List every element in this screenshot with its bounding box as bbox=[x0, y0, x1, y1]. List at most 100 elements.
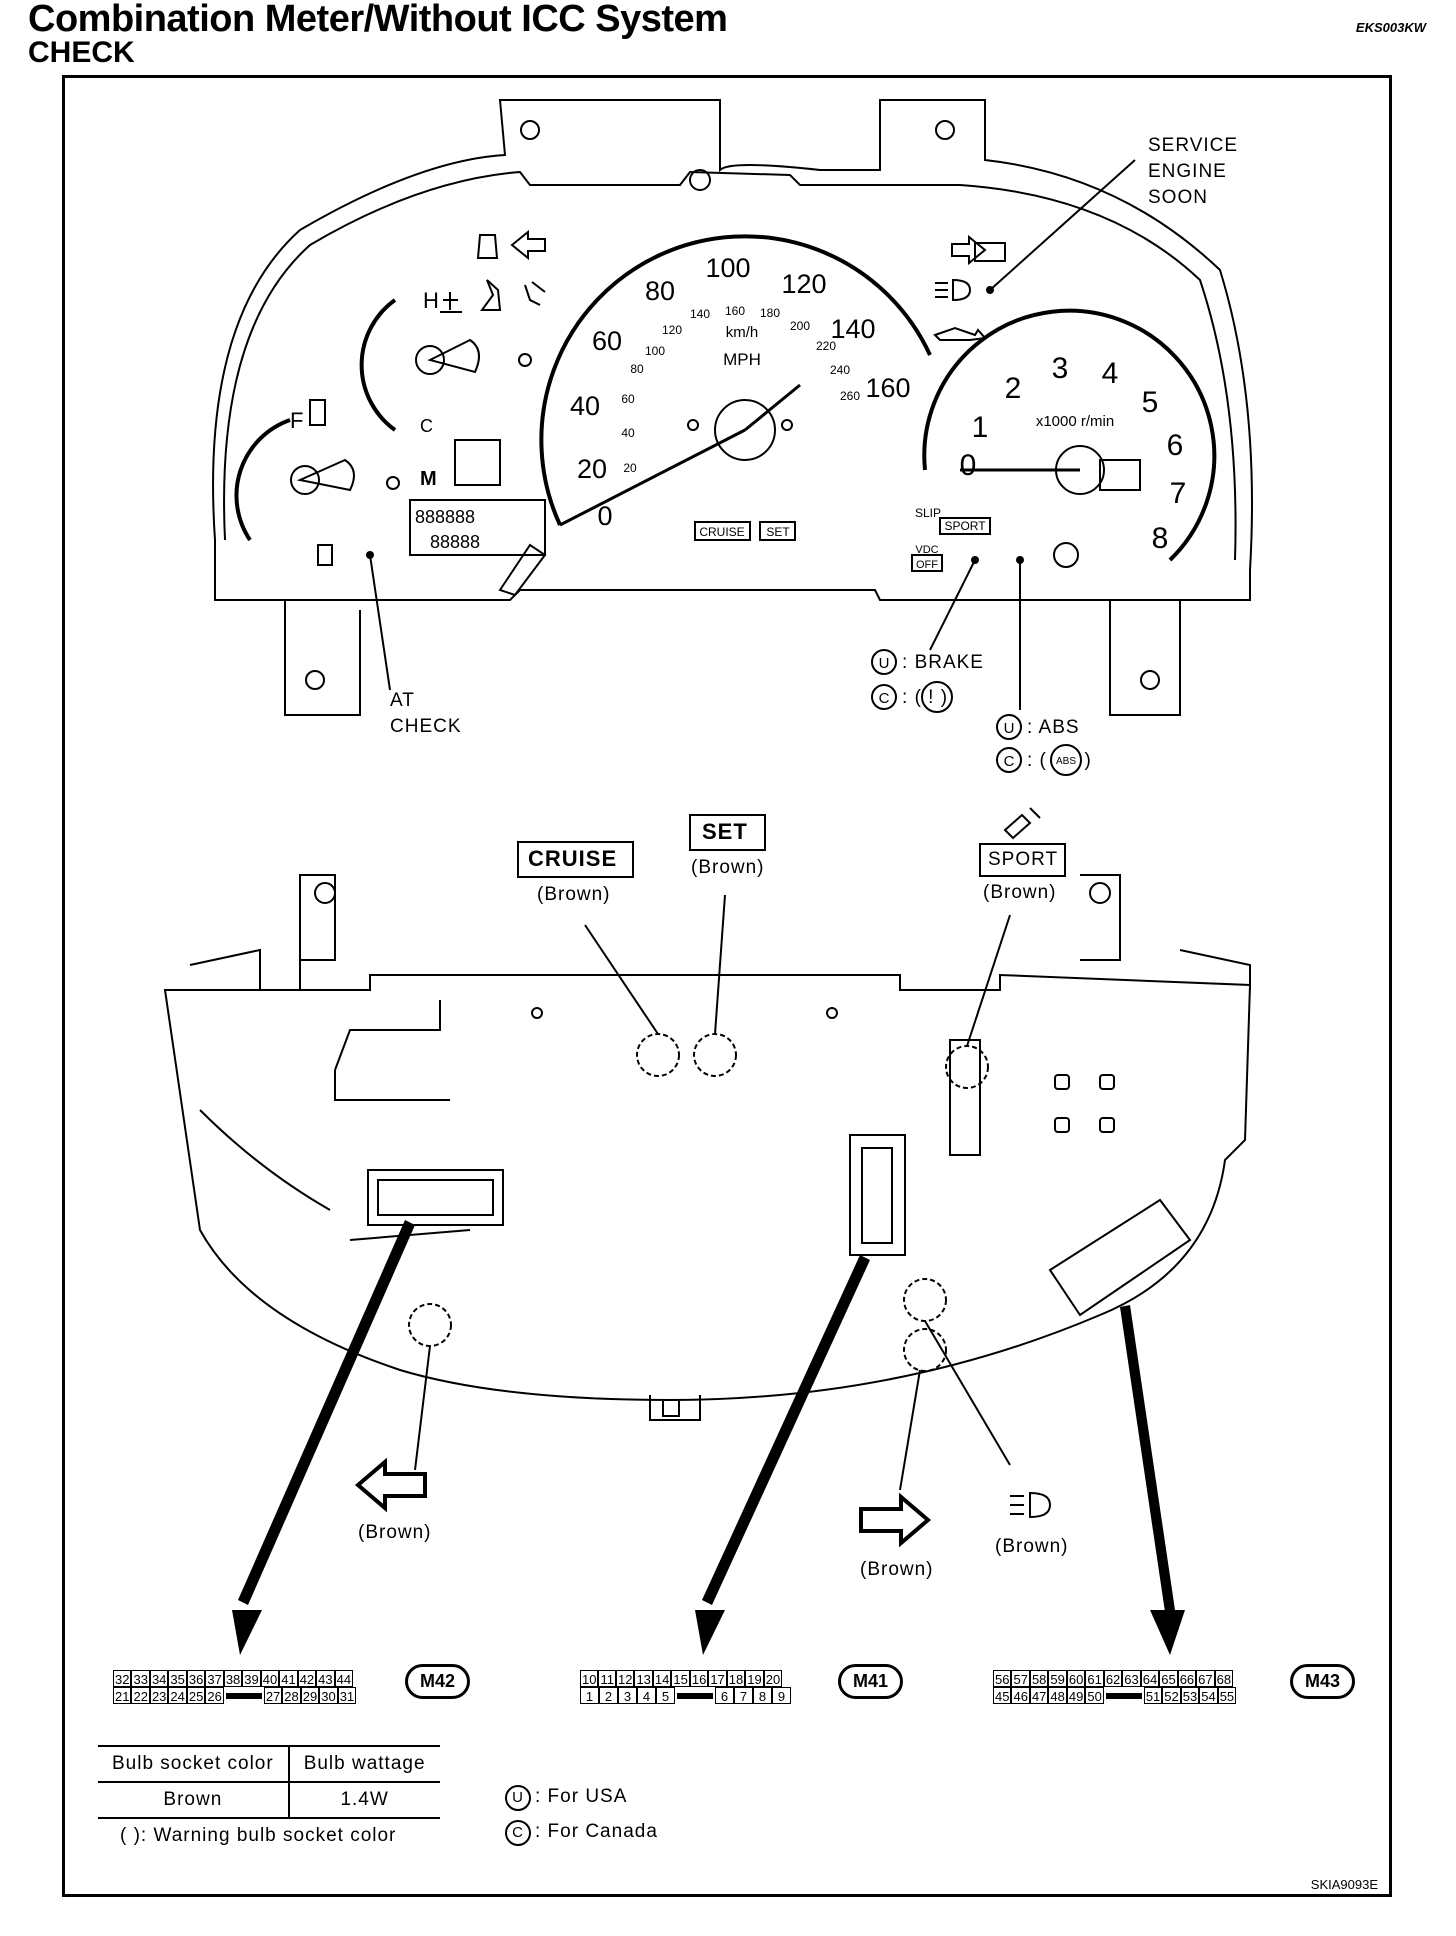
pin: 67 bbox=[1196, 1670, 1215, 1687]
pin: 55 bbox=[1217, 1687, 1237, 1704]
pin: 32 bbox=[113, 1670, 132, 1687]
pin: 25 bbox=[186, 1687, 206, 1704]
pin: 47 bbox=[1029, 1687, 1049, 1704]
pin: 30 bbox=[319, 1687, 338, 1704]
cell-socket-color: Brown bbox=[98, 1781, 289, 1819]
pin: 48 bbox=[1048, 1687, 1067, 1704]
connector-m43-bottom-row: 45 46 47 48 49 50 51 52 53 54 55 bbox=[993, 1687, 1237, 1704]
low-fuel-icon bbox=[317, 544, 333, 566]
usa-symbol: U bbox=[505, 1785, 531, 1811]
airbag-icon bbox=[524, 281, 546, 306]
turn-left-bulb-socket bbox=[408, 1303, 452, 1347]
pin: 14 bbox=[652, 1670, 672, 1687]
pin: 10 bbox=[580, 1670, 599, 1687]
pin: 60 bbox=[1066, 1670, 1086, 1687]
pin: 26 bbox=[205, 1687, 224, 1704]
pin: 56 bbox=[993, 1670, 1012, 1687]
connector-m41: 10 11 12 13 14 15 16 17 18 19 20 1 2 3 4… bbox=[580, 1670, 791, 1704]
pin: 52 bbox=[1162, 1687, 1181, 1704]
pin: 2 bbox=[599, 1687, 618, 1704]
connector-m43-id: M43 bbox=[1290, 1664, 1356, 1699]
connector-m41-id: M41 bbox=[838, 1664, 904, 1699]
pin: 19 bbox=[745, 1670, 764, 1687]
pin: 43 bbox=[316, 1670, 335, 1687]
at-check-label: AT CHECK bbox=[390, 690, 462, 737]
pin: 16 bbox=[689, 1670, 709, 1687]
page-title: Combination Meter/Without ICC System bbox=[28, 0, 728, 40]
pin: 37 bbox=[205, 1670, 224, 1687]
turn-right-arrow-icon bbox=[859, 1492, 932, 1548]
pin: 53 bbox=[1180, 1687, 1200, 1704]
warning-socket-note: ( ): Warning bulb socket color bbox=[120, 1825, 397, 1846]
oil-pressure-icon bbox=[933, 326, 987, 341]
cruise-bulb-socket bbox=[636, 1033, 680, 1077]
connector-m41-top-row: 10 11 12 13 14 15 16 17 18 19 20 bbox=[580, 1670, 791, 1687]
pin: 40 bbox=[260, 1670, 280, 1687]
header-socket-color: Bulb socket color bbox=[98, 1745, 289, 1783]
pin: 23 bbox=[149, 1687, 169, 1704]
legend-canada: C: For Canada bbox=[505, 1820, 658, 1846]
sport-socket-color: (Brown) bbox=[983, 882, 1057, 903]
pin: 5 bbox=[656, 1687, 675, 1704]
pin: 20 bbox=[763, 1670, 783, 1687]
battery-icon bbox=[974, 242, 1006, 262]
pin: 49 bbox=[1066, 1687, 1086, 1704]
high-beam-bulb-socket bbox=[903, 1278, 947, 1322]
figure-id: SKIA9093E bbox=[1310, 1877, 1378, 1892]
pin: 35 bbox=[168, 1670, 187, 1687]
bulb-table-header: Bulb socket color Bulb wattage bbox=[98, 1745, 440, 1783]
pin: 11 bbox=[598, 1670, 616, 1687]
high-beam-rear-icon bbox=[1010, 1491, 1052, 1519]
pin: 17 bbox=[708, 1670, 727, 1687]
pin: 50 bbox=[1085, 1687, 1104, 1704]
document-id: EKS003KW bbox=[1355, 20, 1426, 35]
sport-bulb-icon bbox=[1003, 807, 1041, 840]
pin: 41 bbox=[279, 1670, 298, 1687]
pin: 28 bbox=[282, 1687, 301, 1704]
cruise-socket-color: (Brown) bbox=[537, 884, 611, 905]
pin: 18 bbox=[726, 1670, 746, 1687]
pin: 38 bbox=[223, 1670, 243, 1687]
connector-m42-top-row: 32 33 34 35 36 37 38 39 40 41 42 43 44 bbox=[113, 1670, 356, 1687]
fuel-pump-icon bbox=[309, 399, 326, 426]
pin: 42 bbox=[297, 1670, 317, 1687]
pin: 29 bbox=[300, 1687, 320, 1704]
connector-key bbox=[224, 1687, 264, 1704]
pin: 44 bbox=[334, 1670, 354, 1687]
cell-wattage: 1.4W bbox=[287, 1781, 440, 1819]
pin: 46 bbox=[1011, 1687, 1030, 1704]
pin: 24 bbox=[168, 1687, 187, 1704]
pin: 7 bbox=[734, 1687, 753, 1704]
pin: 65 bbox=[1159, 1670, 1178, 1687]
pin: 3 bbox=[618, 1687, 637, 1704]
turn-left-socket-color: (Brown) bbox=[358, 1522, 432, 1543]
set-socket-label: SET bbox=[702, 819, 748, 844]
bulb-spec-table: Bulb socket color Bulb wattage Brown 1.4… bbox=[98, 1745, 440, 1819]
header-wattage: Bulb wattage bbox=[287, 1745, 440, 1783]
connector-key bbox=[675, 1687, 715, 1704]
connector-m42: 32 33 34 35 36 37 38 39 40 41 42 43 44 2… bbox=[113, 1670, 357, 1704]
canada-text: : For Canada bbox=[535, 1821, 658, 1842]
pin: 22 bbox=[131, 1687, 150, 1704]
connector-m42-bottom-row: 21 22 23 24 25 26 27 28 29 30 31 bbox=[113, 1687, 357, 1704]
pin: 64 bbox=[1140, 1670, 1160, 1687]
bulb-table-row: Brown 1.4W bbox=[98, 1781, 440, 1819]
connector-m42-id: M42 bbox=[405, 1664, 471, 1699]
pin: 61 bbox=[1085, 1670, 1104, 1687]
pin: 62 bbox=[1103, 1670, 1123, 1687]
pin: 66 bbox=[1177, 1670, 1197, 1687]
pin: 27 bbox=[263, 1687, 283, 1704]
pin: 57 bbox=[1011, 1670, 1030, 1687]
canada-symbol: C bbox=[505, 1820, 531, 1846]
turn-left-arrow-icon bbox=[354, 1457, 427, 1513]
connector-m41-bottom-row: 1 2 3 4 5 6 7 8 9 bbox=[580, 1687, 791, 1704]
high-beam-icon bbox=[935, 278, 972, 302]
pin: 63 bbox=[1122, 1670, 1141, 1687]
pin: 45 bbox=[993, 1687, 1012, 1704]
pin: 59 bbox=[1048, 1670, 1067, 1687]
pin: 9 bbox=[772, 1687, 791, 1704]
pin: 54 bbox=[1199, 1687, 1218, 1704]
pin: 4 bbox=[637, 1687, 656, 1704]
tire-pressure-icon bbox=[1053, 542, 1079, 568]
